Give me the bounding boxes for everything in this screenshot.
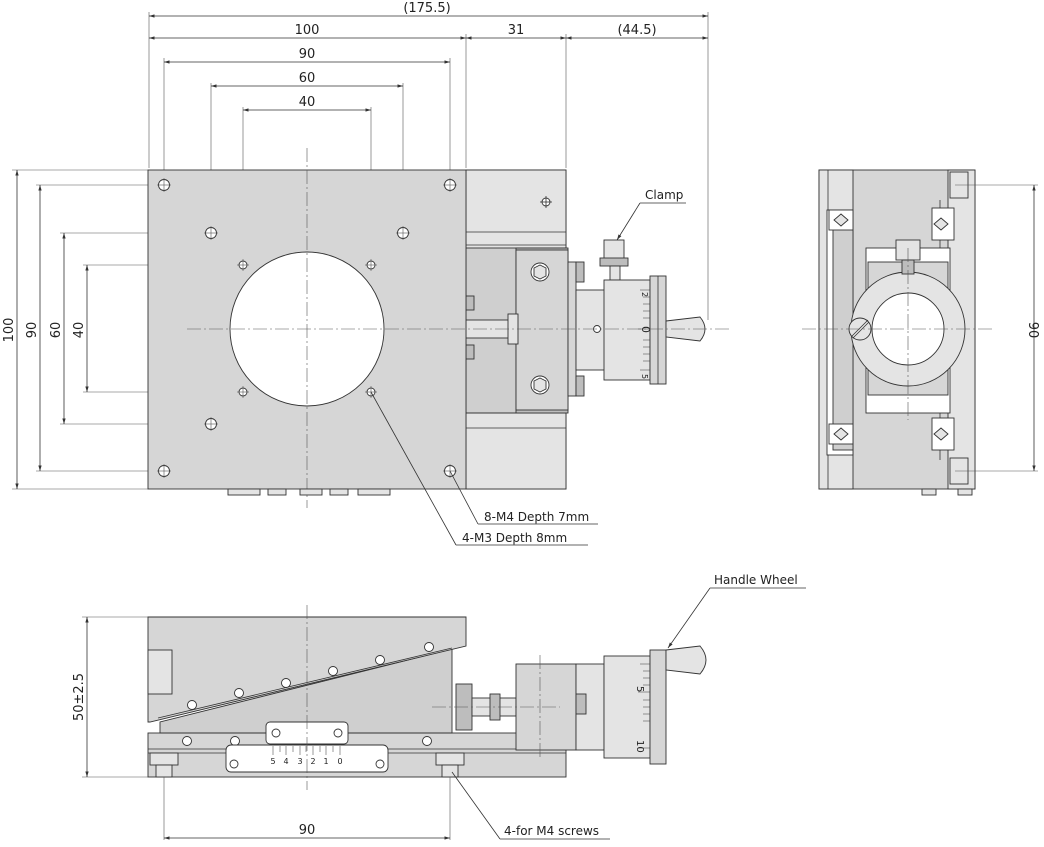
front-thimble-ticks — [638, 663, 650, 749]
label-handle-wheel: Handle Wheel — [714, 573, 798, 587]
end-view: 90 — [802, 169, 1040, 496]
dim-overall-length: (175.5) — [403, 1, 450, 16]
label-mount-screws: 4-for M4 screws — [504, 824, 599, 838]
dim-height: 50±2.5 — [72, 673, 87, 721]
label-m3-holes: 4-M3 Depth 8mm — [462, 531, 567, 545]
linear-scale-label-3: 3 — [297, 757, 302, 766]
dim-plate-width: 100 — [295, 23, 320, 38]
dim-hole-pitch-60: 60 — [299, 71, 316, 86]
dim-axis-offset: 31 — [508, 23, 525, 38]
linear-scale-ticks — [272, 746, 341, 755]
top-micrometer-label-2: 2 — [640, 292, 649, 297]
dim-side-view-90: 90 — [1025, 322, 1040, 339]
front-micrometer-label-5: 5 — [634, 686, 645, 692]
front-view: 50±2.5 — [72, 573, 806, 840]
linear-scale-label-0: 0 — [337, 757, 342, 766]
top-micrometer-label-5: 5 — [640, 374, 649, 379]
dim-handle-extension: (44.5) — [617, 23, 656, 38]
label-m4-holes: 8-M4 Depth 7mm — [484, 510, 589, 524]
m4-holes — [157, 178, 457, 478]
linear-scale-label-4: 4 — [283, 757, 288, 766]
label-clamp: Clamp — [645, 188, 683, 202]
top-view: 2 0 5 — [147, 148, 732, 546]
top-thimble-ticks — [638, 289, 650, 371]
dim-hole-pitch-90: 90 — [299, 47, 316, 62]
top-dimensions: (175.5) 100 31 (44.5) 90 60 40 — [148, 1, 709, 320]
dim-left-height-100: 100 — [2, 318, 17, 343]
dim-left-height-40: 40 — [72, 322, 87, 339]
dim-left-height-60: 60 — [49, 322, 64, 339]
linear-scale-label-1: 1 — [323, 757, 328, 766]
top-micrometer-label-0: 0 — [639, 326, 652, 333]
left-dimensions: 100 90 60 40 — [2, 169, 238, 490]
dim-base-pitch-90: 90 — [299, 823, 316, 838]
dim-hole-pitch-40: 40 — [299, 95, 316, 110]
front-micrometer-label-10: 10 — [634, 740, 645, 753]
dim-left-height-90: 90 — [25, 322, 40, 339]
linear-scale-label-5: 5 — [270, 757, 275, 766]
linear-scale-label-2: 2 — [310, 757, 315, 766]
